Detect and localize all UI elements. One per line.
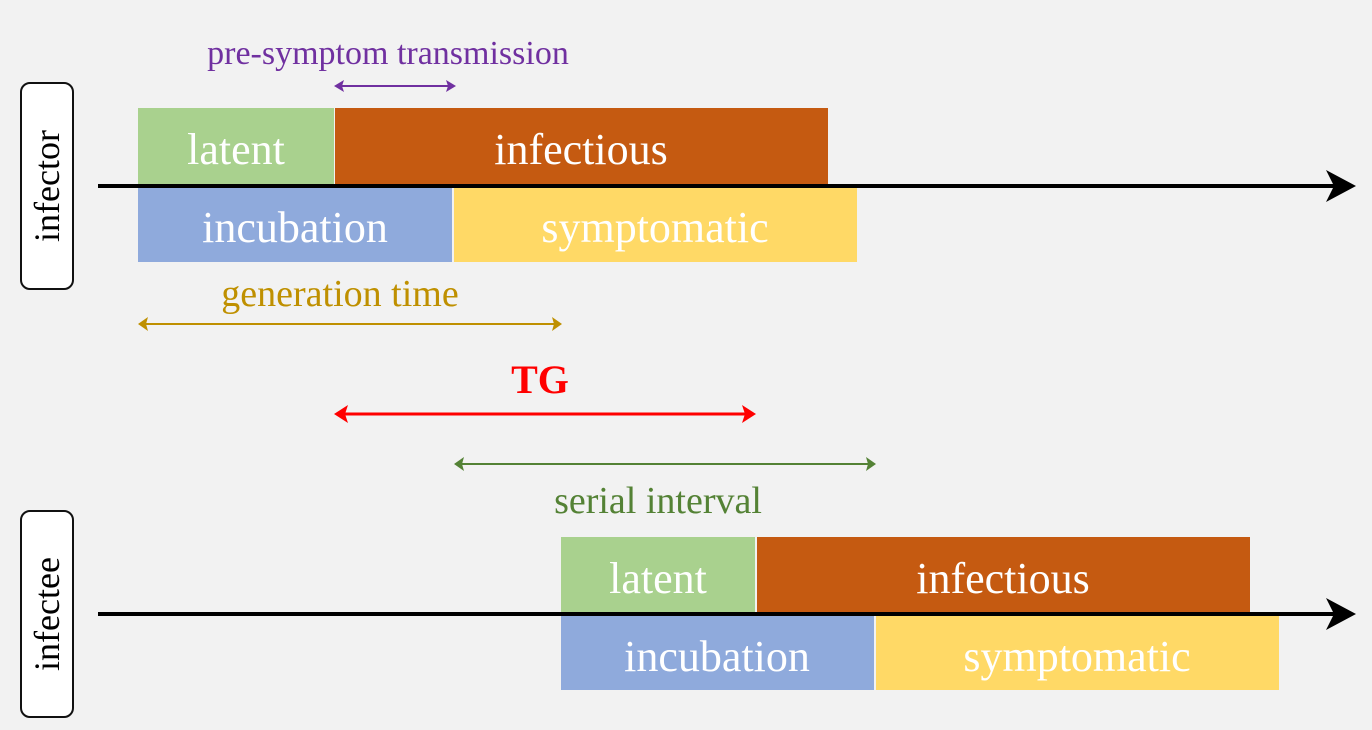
pre-symptom-interval: pre-symptom transmission <box>207 35 569 92</box>
infector-symptomatic-text: symptomatic <box>541 203 768 252</box>
infector-label-box: infector <box>20 82 74 290</box>
infector-incubation-bar <box>138 187 452 262</box>
infector-incubation-text: incubation <box>202 203 388 252</box>
infector-latent-text: latent <box>187 125 285 174</box>
tg-arrowhead-left <box>334 405 348 423</box>
generation-time-arrowhead-right <box>552 317 562 331</box>
tg-label: TG <box>511 357 569 402</box>
infectee-symptomatic-bar <box>876 615 1279 690</box>
serial-interval-arrowhead-left <box>454 457 464 471</box>
infector-axis-arrowhead <box>1326 170 1356 202</box>
infector-infectious-bar <box>335 108 828 184</box>
infectee-symptomatic-text: symptomatic <box>963 632 1190 681</box>
generation-time-interval: generation time <box>138 273 562 331</box>
pre-symptom-arrowhead-right <box>446 80 456 92</box>
tg-arrowhead-right <box>742 405 756 423</box>
infector-timeline: latent infectious incubation symptomatic <box>98 108 1356 262</box>
infector-symptomatic-bar <box>454 187 857 262</box>
infector-infectious-text: infectious <box>494 125 668 174</box>
infector-latent-bar <box>138 108 334 184</box>
infectee-incubation-text: incubation <box>624 632 810 681</box>
serial-interval-arrowhead-right <box>866 457 876 471</box>
generation-time-label: generation time <box>221 273 458 315</box>
serial-interval: serial interval <box>454 457 876 522</box>
infectee-axis-arrowhead <box>1326 598 1356 630</box>
tg-interval: TG <box>334 357 756 423</box>
infectee-label-box: infectee <box>20 510 74 718</box>
infectee-latent-text: latent <box>609 554 707 603</box>
infectee-infectious-bar <box>757 537 1250 613</box>
infectee-infectious-text: infectious <box>916 554 1090 603</box>
infectee-incubation-bar <box>561 615 874 690</box>
pre-symptom-arrowhead-left <box>334 80 344 92</box>
infectee-timeline: latent infectious incubation symptomatic <box>98 537 1356 690</box>
serial-interval-label: serial interval <box>554 480 762 522</box>
pre-symptom-label: pre-symptom transmission <box>207 35 569 72</box>
infectee-latent-bar <box>561 537 755 613</box>
generation-time-arrowhead-left <box>138 317 148 331</box>
